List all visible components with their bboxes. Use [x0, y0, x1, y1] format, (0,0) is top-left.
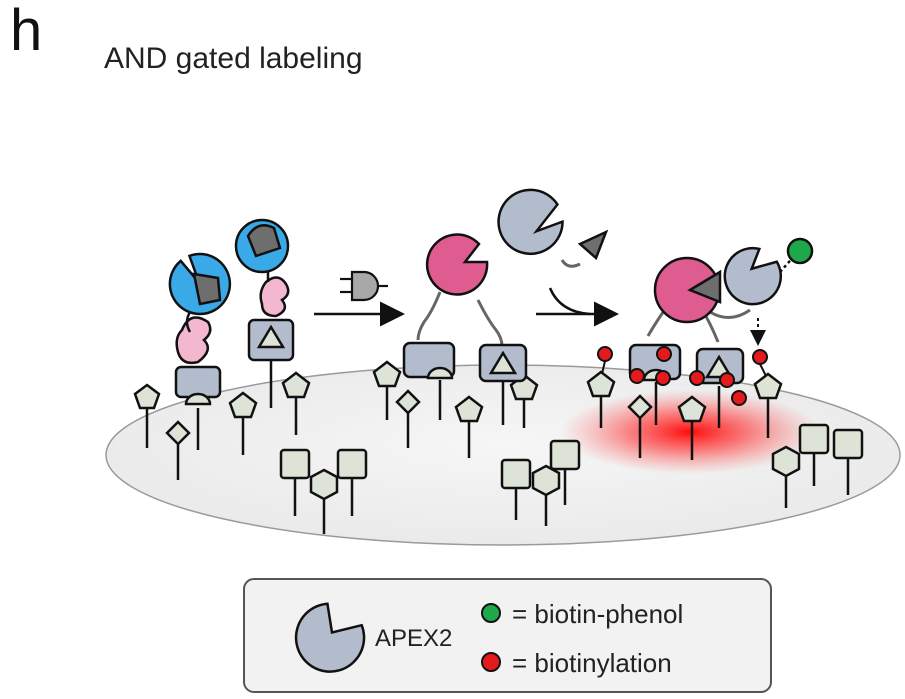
legend-apex2-label: APEX2 — [375, 625, 452, 652]
panel-letter: h — [10, 0, 43, 63]
panel-title: AND gated labeling — [104, 42, 363, 75]
legend-biotinylation-icon — [481, 652, 501, 672]
y-junction-arrow-icon — [536, 287, 619, 327]
stage2-complex — [402, 233, 528, 425]
apex2-pacman-icon — [294, 602, 366, 673]
legend-box — [243, 578, 772, 693]
legend-biotin-phenol-label: = biotin-phenol — [512, 599, 683, 629]
free-apex2-icon — [497, 188, 609, 268]
plug-icon — [340, 270, 388, 302]
biotin-phenol-dot-icon — [786, 237, 814, 265]
stage1-complex-left — [168, 252, 232, 450]
legend-biotinylation-label: = biotinylation — [512, 648, 672, 678]
biotinylation-dots — [597, 346, 768, 406]
legend-biotin-phenol-icon — [481, 603, 501, 623]
labeling-glow — [560, 390, 820, 474]
stage1-complex-right — [234, 218, 295, 408]
